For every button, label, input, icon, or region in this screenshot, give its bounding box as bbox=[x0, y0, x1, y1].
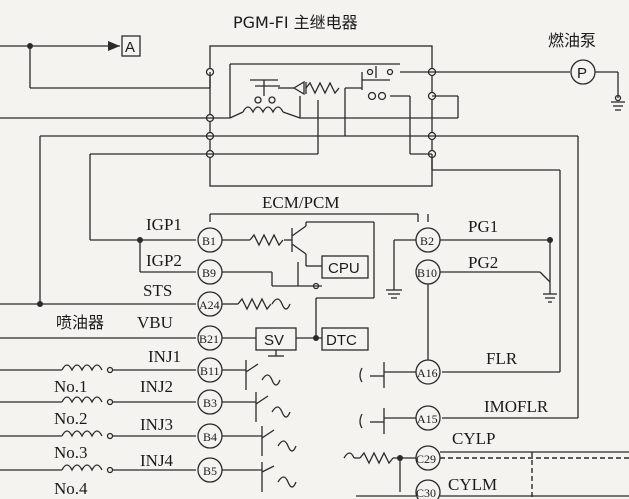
pin-a16-label: A16 bbox=[417, 366, 438, 380]
pin-b5-label: B5 bbox=[203, 464, 217, 478]
pin-b21-label: B21 bbox=[199, 332, 219, 346]
signal-flr: FLR bbox=[486, 349, 518, 368]
signal-vbu: VBU bbox=[137, 313, 173, 332]
injector-no1: INJ1 B11 No.1 bbox=[0, 347, 281, 396]
pin-b3-label: B3 bbox=[203, 396, 217, 410]
connector-a-box bbox=[121, 35, 141, 57]
sv-label: SV bbox=[264, 332, 284, 349]
main-relay bbox=[205, 45, 437, 187]
fuel-pump-letter: P bbox=[577, 65, 587, 82]
injector-no3-label: No.3 bbox=[54, 443, 88, 462]
signal-cylp: CYLP bbox=[452, 429, 495, 448]
signal-inj2: INJ2 bbox=[140, 377, 173, 396]
pin-b11-label: B11 bbox=[200, 364, 220, 378]
ecm-title: ECM/PCM bbox=[262, 193, 339, 212]
injector-label: 喷油器 bbox=[56, 313, 104, 332]
relay-title: PGM-FI 主继电器 bbox=[233, 13, 358, 32]
signal-igp2: IGP2 bbox=[146, 251, 182, 270]
pin-c29-label: C29 bbox=[416, 452, 436, 466]
pin-b10-label: B10 bbox=[417, 266, 437, 280]
injector-no2: INJ2 B3 No.2 bbox=[0, 377, 291, 428]
signal-pg1: PG1 bbox=[468, 217, 498, 236]
pin-c30 bbox=[415, 479, 441, 499]
pin-b9-label: B9 bbox=[202, 266, 216, 280]
signal-inj1: INJ1 bbox=[148, 347, 181, 366]
dtc-box bbox=[321, 327, 369, 351]
pin-b2-label: B2 bbox=[420, 234, 434, 248]
pin-a15-label: A15 bbox=[417, 412, 438, 426]
injector-no3: INJ3 B4 No.3 bbox=[0, 415, 297, 462]
injector-no2-label: No.2 bbox=[54, 409, 88, 428]
injector-no4-label: No.4 bbox=[54, 479, 88, 498]
fuel-pump-label: 燃油泵 bbox=[548, 31, 596, 50]
signal-cylm: CYLM bbox=[448, 475, 497, 494]
signal-pg2: PG2 bbox=[468, 253, 498, 272]
injector-no1-label: No.1 bbox=[54, 377, 88, 396]
signal-igp1: IGP1 bbox=[146, 215, 182, 234]
pin-b4-label: B4 bbox=[203, 430, 217, 444]
signal-sts: STS bbox=[143, 281, 172, 300]
pin-c30-label: C30 bbox=[416, 486, 436, 499]
pin-b1-label: B1 bbox=[202, 234, 216, 248]
cpu-label: CPU bbox=[328, 260, 360, 277]
injector-no4: INJ4 B5 No.4 bbox=[0, 451, 297, 498]
cpu-box bbox=[321, 255, 369, 279]
signal-inj3: INJ3 bbox=[140, 415, 173, 434]
connector-a-label: A bbox=[125, 39, 135, 56]
pin-a24-label: A24 bbox=[199, 298, 220, 312]
dtc-label: DTC bbox=[326, 332, 357, 349]
signal-imoflr: IMOFLR bbox=[484, 397, 549, 416]
signal-inj4: INJ4 bbox=[140, 451, 174, 470]
